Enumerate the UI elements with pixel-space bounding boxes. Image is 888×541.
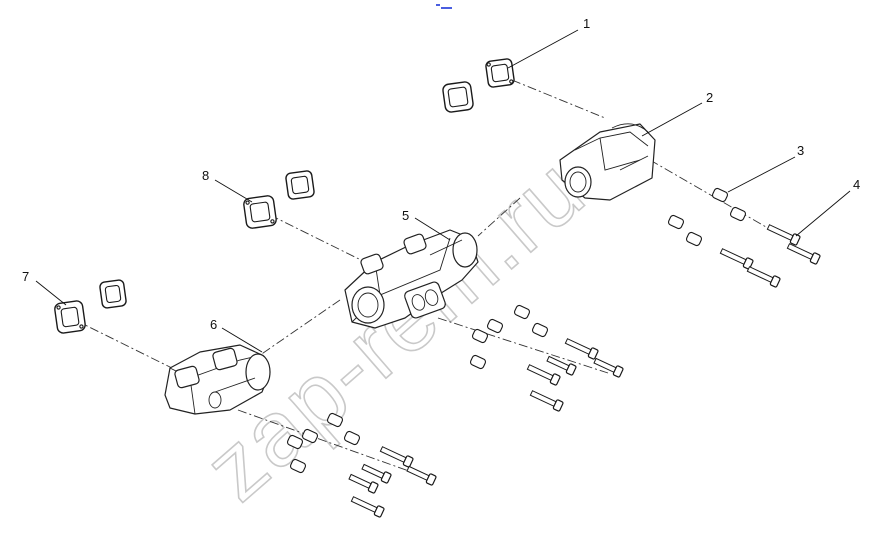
gasket-1-back bbox=[442, 81, 474, 113]
sleeves-lower bbox=[286, 412, 361, 474]
gasket-7-pair bbox=[54, 279, 127, 334]
manifold-left-end bbox=[164, 344, 271, 415]
callout-6: 6 bbox=[210, 317, 217, 332]
manifold-center bbox=[344, 229, 479, 329]
callout-5: 5 bbox=[402, 208, 409, 223]
top-mark bbox=[436, 4, 452, 9]
gasket-8-pair bbox=[243, 170, 315, 229]
sleeves-center bbox=[469, 304, 549, 370]
gasket-1-pair bbox=[442, 58, 515, 113]
bolts-4 bbox=[719, 224, 821, 288]
bolts-lower bbox=[348, 446, 437, 518]
center-lines bbox=[74, 79, 781, 476]
callout-1: 1 bbox=[583, 16, 590, 31]
gasket-1-front bbox=[485, 58, 515, 88]
callout-labels: 1 2 3 4 5 6 7 8 bbox=[22, 16, 860, 332]
bolts-center bbox=[526, 338, 624, 412]
callout-4: 4 bbox=[853, 177, 860, 192]
leader-lines bbox=[35, 29, 851, 353]
callout-8: 8 bbox=[202, 168, 209, 183]
callout-3: 3 bbox=[797, 143, 804, 158]
sleeves-3 bbox=[667, 187, 747, 247]
callout-2: 2 bbox=[706, 90, 713, 105]
callout-7: 7 bbox=[22, 269, 29, 284]
manifold-right-end bbox=[559, 123, 656, 201]
